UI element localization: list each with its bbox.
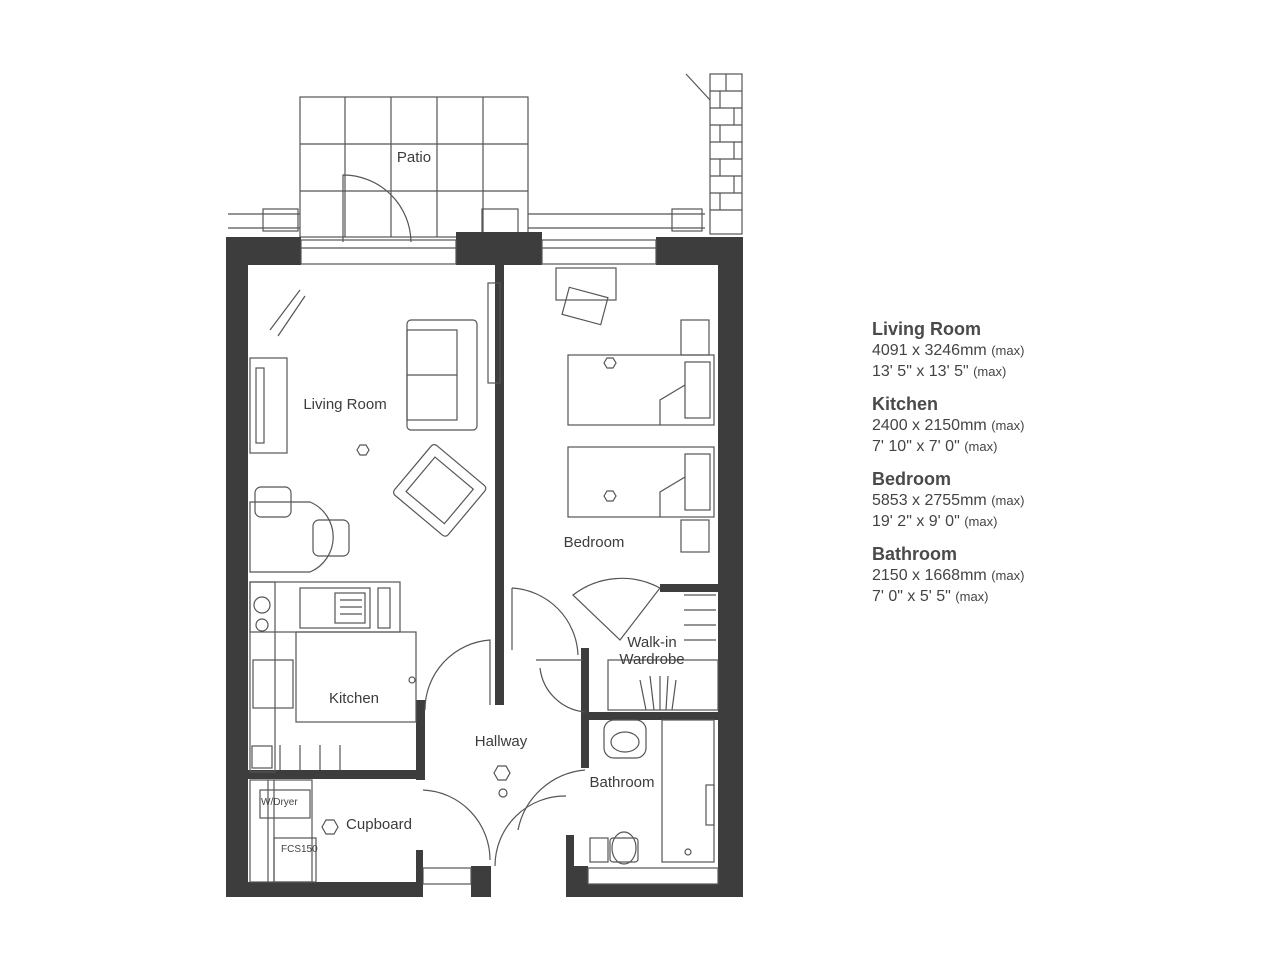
fixture-label-washer-dryer: W/Dryer <box>261 797 298 808</box>
legend-max: (max) <box>991 418 1025 433</box>
room-label-kitchen: Kitchen <box>329 690 379 707</box>
room-label-wardrobe: Wardrobe <box>619 651 684 668</box>
basin <box>603 719 647 759</box>
room-label-bedroom: Bedroom <box>564 534 625 551</box>
bathroom-fittings <box>589 719 715 865</box>
brick-wall <box>685 73 743 235</box>
kitchen-door-swing <box>424 639 491 711</box>
wardrobe-door-swing <box>572 577 661 641</box>
bathroom-door-swing <box>517 769 586 831</box>
toilet <box>609 837 639 863</box>
kitchen-worktop <box>249 581 417 773</box>
sink <box>299 587 371 629</box>
dining-table <box>249 486 350 573</box>
bedroom-door-swing <box>511 587 579 656</box>
bed-1 <box>567 354 715 426</box>
legend-max: (max) <box>991 493 1025 508</box>
armchair <box>393 444 487 537</box>
cooker <box>252 659 294 709</box>
legend-imperial: 7' 10" x 7' 0" <box>872 438 960 455</box>
legend-item-kitchen: Kitchen 2400 x 2150mm (max) 7' 10" x 7' … <box>872 393 1172 457</box>
room-label-walk-in: Walk-in <box>627 634 676 651</box>
legend-item-bathroom: Bathroom 2150 x 1668mm (max) 7' 0" x 5' … <box>872 543 1172 607</box>
bedside-table <box>680 519 710 553</box>
legend-metric: 2400 x 2150mm <box>872 417 987 434</box>
ceiling-light-icon <box>356 444 370 456</box>
legend-room-name: Bathroom <box>872 544 957 564</box>
bedside-table <box>680 319 710 356</box>
legend-max: (max) <box>964 514 998 529</box>
interior-walls <box>248 265 718 882</box>
patio-door-swing <box>342 174 412 243</box>
living-room-window <box>300 239 457 265</box>
ceiling-light-icon <box>603 490 617 502</box>
ceiling-light-icon <box>603 357 617 369</box>
legend-max: (max) <box>955 589 989 604</box>
room-label-cupboard: Cupboard <box>346 816 412 833</box>
cupboard-fittings <box>249 745 317 883</box>
legend-imperial: 13' 5" x 13' 5" <box>872 363 969 380</box>
legend-item-bedroom: Bedroom 5853 x 2755mm (max) 19' 2" x 9' … <box>872 468 1172 532</box>
legend-room-name: Living Room <box>872 319 981 339</box>
fixture-label-cylinder: FCS150 <box>281 844 318 855</box>
bed-2 <box>567 446 715 518</box>
legend-max: (max) <box>991 568 1025 583</box>
wardrobe-rails <box>607 594 719 711</box>
desk <box>555 267 617 301</box>
legend-metric: 2150 x 1668mm <box>872 567 987 584</box>
entrance-door-swing <box>494 795 567 867</box>
bedroom-window <box>541 239 657 265</box>
exterior-walls <box>226 232 743 897</box>
legend-imperial: 19' 2" x 9' 0" <box>872 513 960 530</box>
legend-metric: 5853 x 2755mm <box>872 492 987 509</box>
legend-imperial: 7' 0" x 5' 5" <box>872 588 951 605</box>
tv-unit <box>249 357 288 454</box>
patio-paving <box>299 96 529 238</box>
cupboard-door-swing <box>422 789 491 861</box>
sofa <box>406 319 478 431</box>
legend-max: (max) <box>973 364 1007 379</box>
ceiling-light-icon <box>493 765 511 781</box>
legend-metric: 4091 x 3246mm <box>872 342 987 359</box>
room-label-hallway: Hallway <box>475 733 528 750</box>
smoke-detector-icon <box>321 819 339 835</box>
room-label-bathroom: Bathroom <box>589 774 654 791</box>
legend-room-name: Bedroom <box>872 469 952 489</box>
room-dimensions-legend: Living Room 4091 x 3246mm (max) 13' 5" x… <box>872 318 1172 618</box>
legend-item-living-room: Living Room 4091 x 3246mm (max) 13' 5" x… <box>872 318 1172 382</box>
room-label-living-room: Living Room <box>303 396 386 413</box>
legend-max: (max) <box>991 343 1025 358</box>
legend-max: (max) <box>964 439 998 454</box>
legend-room-name: Kitchen <box>872 394 939 414</box>
room-label-patio: Patio <box>397 149 431 166</box>
